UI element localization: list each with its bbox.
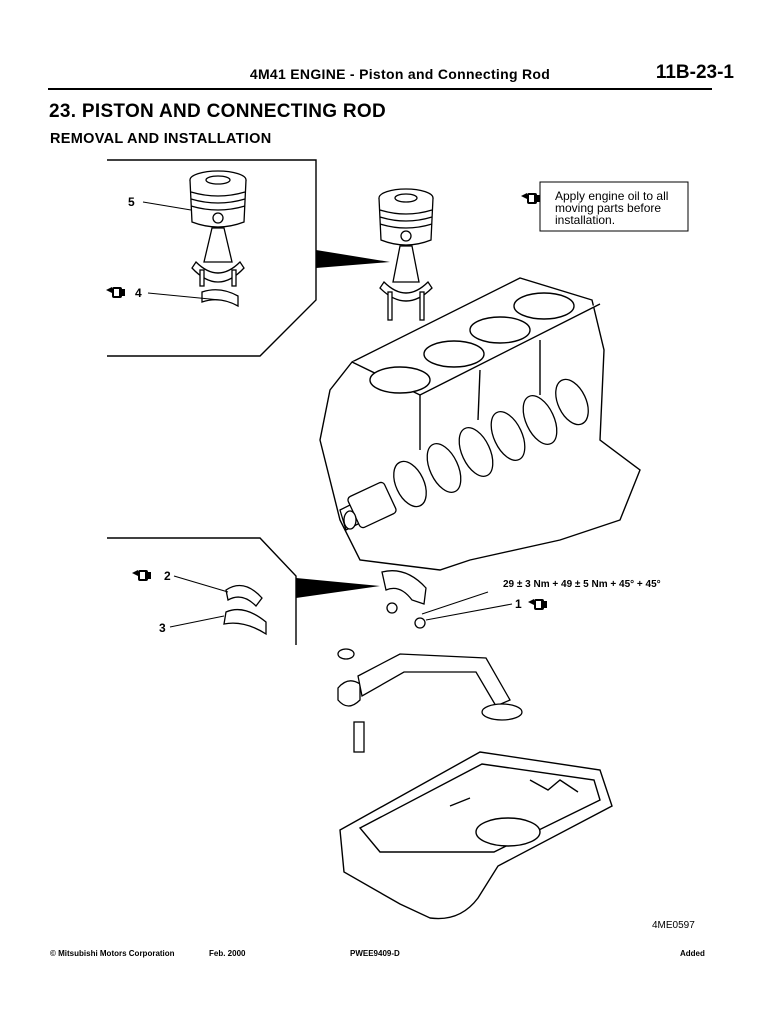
inset-frame-top (107, 159, 317, 357)
footer-date: Feb. 2000 (209, 949, 246, 958)
note-line-1: Apply engine oil to all (555, 189, 668, 203)
section-subtitle: REMOVAL AND INSTALLATION (50, 131, 272, 147)
callout-5: 5 (128, 195, 135, 209)
oil-can-icon (132, 570, 151, 581)
leader-lines (142, 201, 513, 628)
header-title: 4M41 ENGINE - Piston and Connecting Rod (249, 66, 551, 82)
header-rule (48, 88, 712, 90)
torque-spec: 29 ± 3 Nm + 49 ± 5 Nm + 45° + 45° (503, 579, 661, 590)
callout-2: 2 (164, 569, 171, 583)
oil-strainer (337, 648, 523, 753)
note-line-3: installation. (555, 213, 615, 227)
footer-copyright: © Mitsubishi Motors Corporation (50, 949, 175, 958)
bearing-parts (223, 570, 427, 636)
page-code: 11B-23-1 (655, 62, 734, 83)
callout-4: 4 (135, 286, 142, 300)
section-title: 23. PISTON AND CONNECTING ROD (49, 101, 387, 122)
oil-can-icon (106, 287, 125, 298)
pointer-arrow-middle (296, 578, 380, 598)
callout-3: 3 (159, 621, 166, 635)
figure-id: 4ME0597 (652, 920, 695, 931)
crankshaft (339, 378, 589, 531)
piston-assembly-main (378, 188, 434, 321)
engine-block (319, 277, 641, 571)
footer-status: Added (680, 949, 705, 958)
oil-can-icon (521, 193, 540, 204)
inset-frame-middle (107, 537, 297, 645)
callout-1: 1 (515, 597, 522, 611)
note-box (539, 181, 689, 232)
note-line-2: moving parts before (555, 201, 661, 215)
pointer-arrow-top (316, 250, 390, 268)
piston-assembly-inset (189, 170, 247, 308)
oil-pan (339, 751, 613, 920)
oil-can-icon (528, 599, 547, 610)
footer-doc-code: PWEE9409-D (350, 949, 400, 958)
